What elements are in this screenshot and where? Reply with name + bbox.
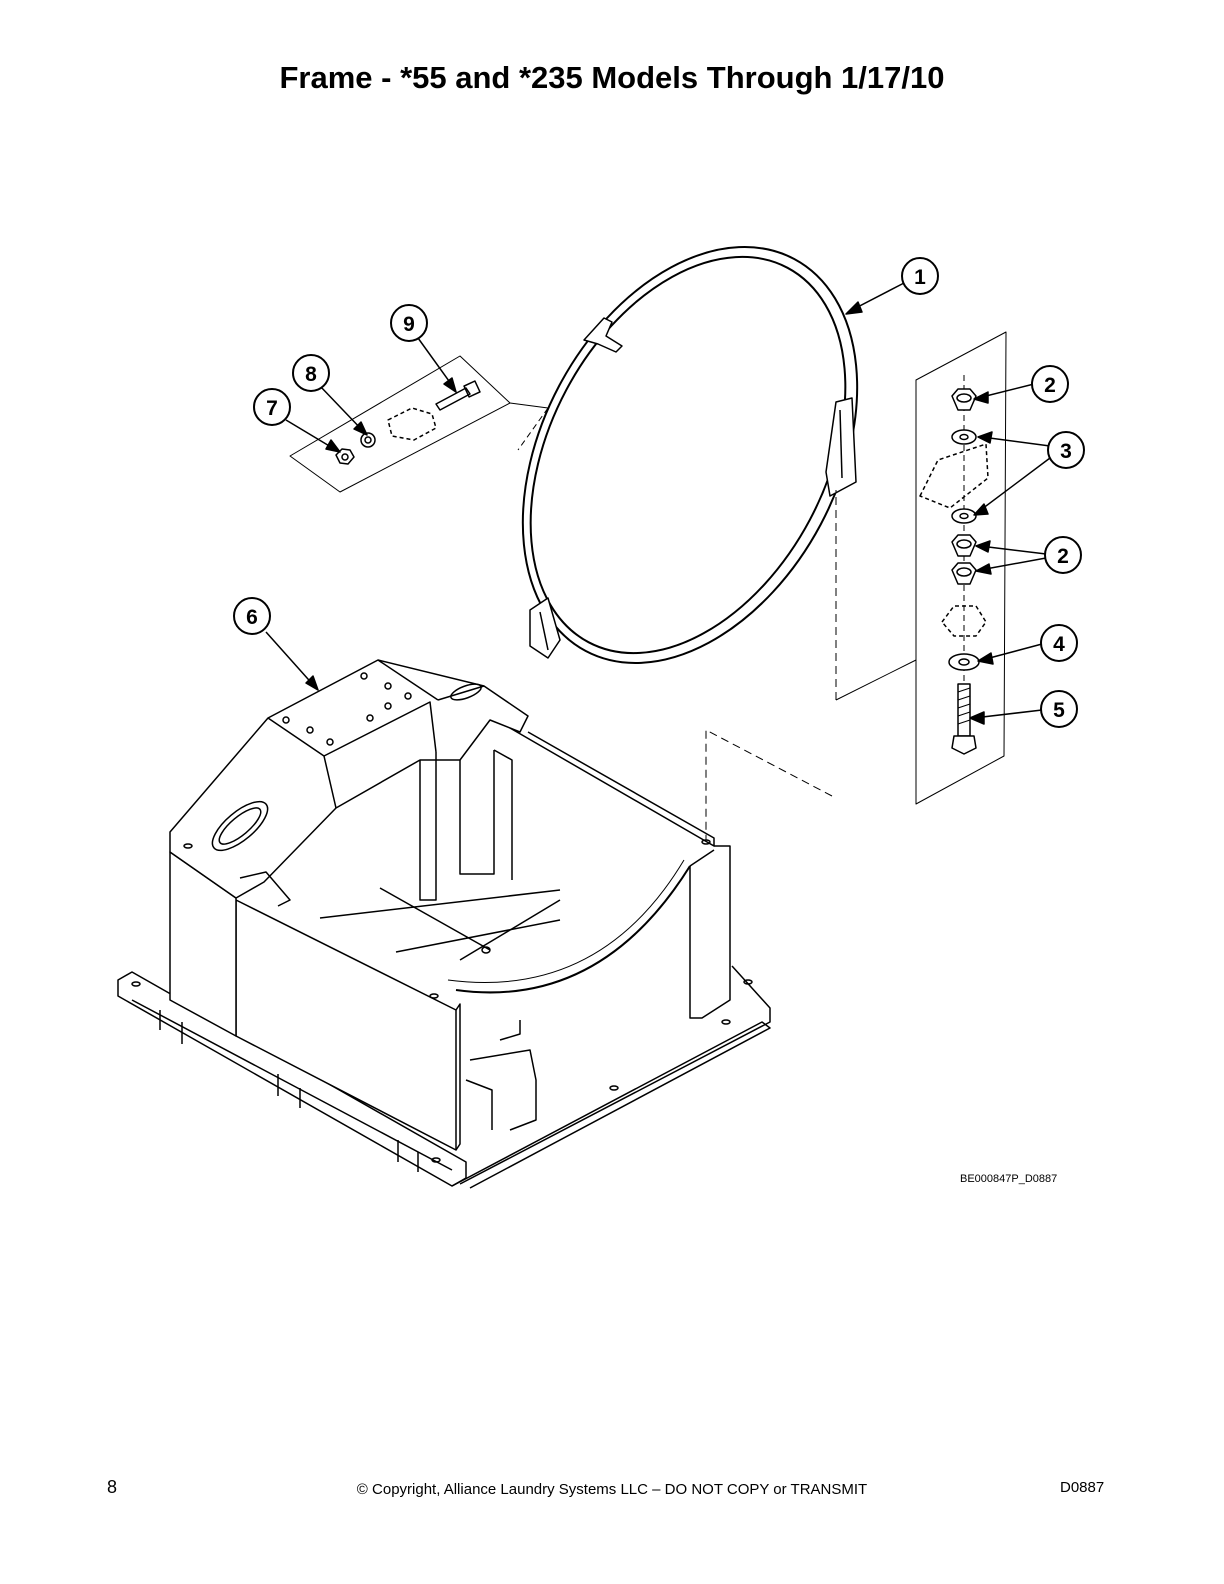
document-code: D0887 — [1060, 1479, 1105, 1496]
ring-part — [521, 246, 859, 664]
drawing-code: BE000847P_D0887 — [960, 1173, 1058, 1185]
svg-text:5: 5 — [1053, 699, 1065, 722]
svg-text:9: 9 — [403, 313, 415, 336]
callout-5: 5 — [1040, 690, 1078, 728]
callout-2-upper: 2 — [1031, 365, 1069, 403]
svg-text:2: 2 — [1044, 374, 1056, 397]
callout-2-lower: 2 — [1044, 536, 1082, 574]
svg-text:7: 7 — [266, 397, 278, 420]
callout-6: 6 — [233, 597, 271, 635]
callout-9: 9 — [390, 304, 428, 342]
svg-text:6: 6 — [246, 606, 258, 629]
svg-text:4: 4 — [1053, 633, 1065, 656]
callout-1: 1 — [901, 257, 939, 295]
callout-7: 7 — [253, 388, 291, 426]
frame-part — [117, 659, 771, 1189]
svg-text:3: 3 — [1060, 440, 1072, 463]
svg-text:1: 1 — [914, 266, 926, 289]
detail-panel-left — [289, 355, 549, 493]
leader-lines — [265, 282, 1051, 725]
callout-4: 4 — [1040, 624, 1078, 662]
page-title: Frame - *55 and *235 Models Through 1/17… — [279, 60, 945, 95]
callout-3: 3 — [1047, 431, 1085, 469]
copyright-notice: © Copyright, Alliance Laundry Systems LL… — [356, 1481, 868, 1498]
detail-panel-right — [705, 331, 1007, 840]
page-number: 8 — [107, 1477, 118, 1497]
svg-text:2: 2 — [1057, 545, 1069, 568]
callout-8: 8 — [292, 354, 330, 392]
svg-text:8: 8 — [305, 363, 317, 386]
